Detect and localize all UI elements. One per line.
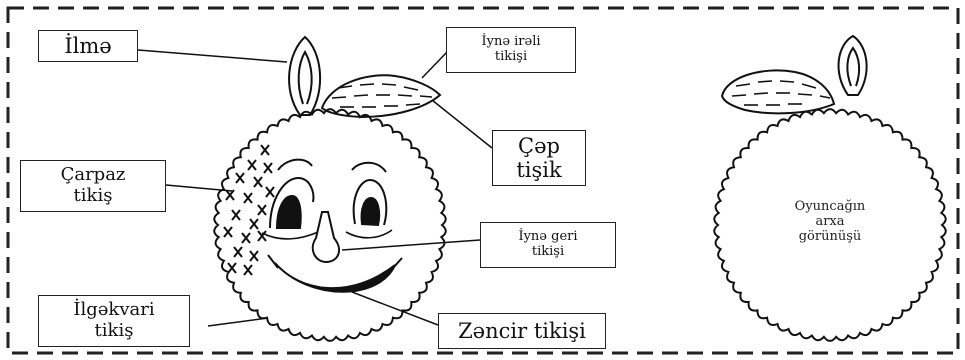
back-leaf-dashes xyxy=(731,80,831,106)
leader-zencir xyxy=(351,291,439,326)
loop-stitch-inner xyxy=(297,49,313,105)
front-toy-body xyxy=(213,108,447,342)
back-view-line1: Oyuncağın xyxy=(794,199,866,214)
label-carpaz-line1: Çarpaz xyxy=(60,164,126,186)
label-iyne-ireli-line1: İynə irəli xyxy=(481,34,541,50)
label-cep-tisik: Çəp tişik xyxy=(492,130,586,186)
label-ilme: İlmə xyxy=(38,30,138,62)
label-carpaz-line2: tikiş xyxy=(73,185,113,206)
back-view-caption: Oyuncağın arxa görünüşü xyxy=(770,199,890,245)
label-cep-tisik-line2: tişik xyxy=(516,158,562,182)
cross-stitch-mark xyxy=(249,218,259,230)
cross-stitch-mark xyxy=(243,264,253,276)
label-iyne-geri: İynə geri tikişi xyxy=(480,222,616,268)
left-eye-lid xyxy=(269,176,315,229)
right-eye-lid xyxy=(352,178,388,226)
leader-lines xyxy=(137,49,493,327)
loop-stitch-shape xyxy=(288,35,322,116)
cross-stitch-mark xyxy=(263,162,273,174)
label-zencir-text: Zəncir tikişi xyxy=(458,318,586,343)
front-toy xyxy=(213,35,447,342)
label-ilme-text: İlmə xyxy=(64,33,112,58)
back-view-line2: arxa xyxy=(815,213,845,229)
back-toy-body xyxy=(713,108,947,342)
label-ilgekvari-line2: tikiş xyxy=(94,320,134,341)
cross-stitch-mark xyxy=(257,230,267,242)
label-ilgekvari: İlgəkvari tikiş xyxy=(38,295,190,347)
cross-stitch-mark xyxy=(233,246,243,258)
smile-right-corner xyxy=(392,257,403,269)
cross-stitch-mark xyxy=(227,262,237,274)
cross-stitch-mark xyxy=(225,189,235,201)
label-carpaz: Çarpaz tikiş xyxy=(20,160,166,212)
leader-ilme xyxy=(137,49,288,63)
leaf-dashes xyxy=(331,83,433,108)
leader-ilgekvari xyxy=(207,317,269,327)
backstitch-under-eyes xyxy=(261,229,393,240)
cross-stitch-mark xyxy=(249,250,259,262)
label-iyne-geri-line1: İynə geri xyxy=(518,229,578,245)
cross-stitch-mark xyxy=(231,209,241,221)
leader-iyne-ireli xyxy=(421,51,448,79)
back-loop-inner xyxy=(846,46,861,87)
label-zencir: Zəncir tikişi xyxy=(438,313,606,349)
back-view-line3: görünüşü xyxy=(798,228,862,244)
cross-stitch-mark xyxy=(247,159,257,171)
back-leaf xyxy=(720,69,836,115)
nose xyxy=(311,211,341,264)
cross-stitch-mark xyxy=(223,226,233,238)
label-iyne-geri-line2: tikişi xyxy=(531,244,565,259)
label-ilgekvari-line1: İlgəkvari xyxy=(73,299,155,321)
cross-stitch-mark xyxy=(260,144,270,156)
cross-stitch-mark xyxy=(265,186,275,198)
label-cep-tisik-line1: Çəp xyxy=(518,133,560,158)
cross-stitch-mark xyxy=(243,192,253,204)
leader-carpaz xyxy=(165,184,233,192)
front-leaf xyxy=(320,74,442,119)
cross-stitch-mark xyxy=(257,204,267,216)
back-toy xyxy=(713,34,947,342)
label-iyne-ireli-line2: tikişi xyxy=(494,49,528,64)
right-eye-brow xyxy=(351,161,387,173)
cross-stitches xyxy=(223,144,275,276)
cross-stitch-mark xyxy=(235,172,245,184)
right-eye-pupil xyxy=(360,196,381,227)
cross-stitch-mark xyxy=(241,232,251,244)
label-iyne-ireli: İynə irəli tikişi xyxy=(446,27,576,73)
left-eye-brow xyxy=(277,158,313,171)
left-eye-pupil xyxy=(275,194,302,229)
smile-left-corner xyxy=(267,254,279,269)
cross-stitch-mark xyxy=(253,176,263,188)
leader-cep-tisik xyxy=(431,99,493,149)
smile xyxy=(274,262,396,293)
dashed-border xyxy=(6,6,960,355)
leader-iyne-geri xyxy=(341,239,481,251)
back-loop xyxy=(837,34,868,96)
